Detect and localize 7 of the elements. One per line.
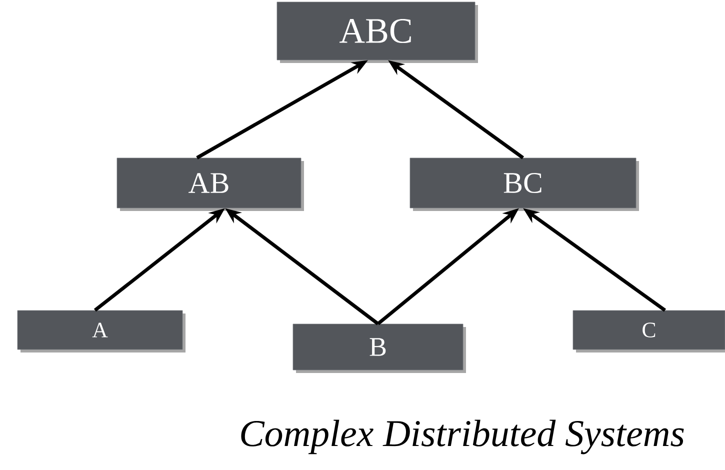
process-box: C: [572, 310, 725, 350]
process-box: BC: [410, 158, 636, 208]
process-box: A: [17, 310, 183, 350]
process-box: ABC: [276, 2, 476, 60]
process-box: B: [292, 324, 464, 370]
caption: Complex Distributed Systems: [241, 420, 684, 454]
process-box: AB: [116, 158, 302, 208]
